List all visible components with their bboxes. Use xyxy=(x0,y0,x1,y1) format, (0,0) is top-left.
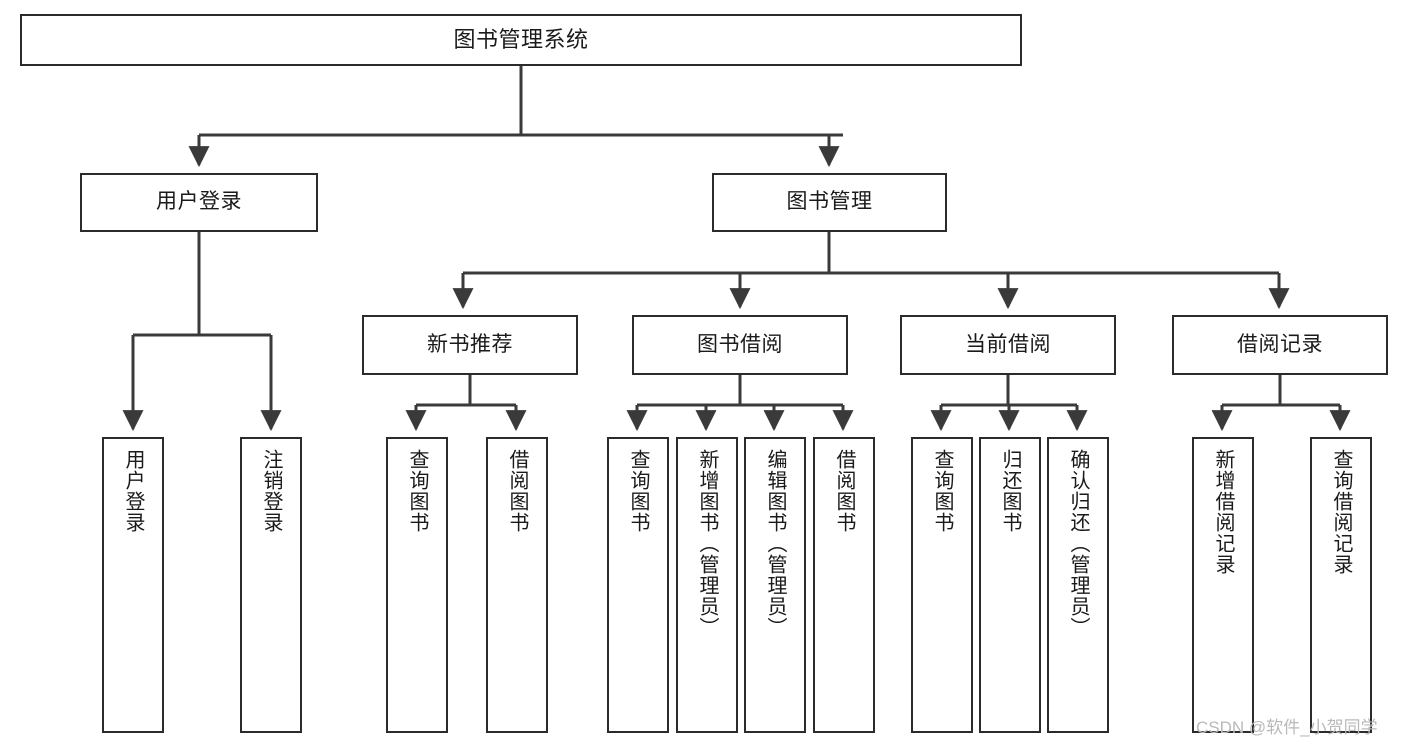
node-book-borrow[interactable]: 图书借阅 xyxy=(632,315,848,375)
node-label: 图书管理 xyxy=(786,190,873,214)
leaf-return-book[interactable]: 归还图书 xyxy=(979,437,1041,733)
node-current-borrow[interactable]: 当前借阅 xyxy=(900,315,1116,375)
leaf-query-book-current[interactable]: 查询图书 xyxy=(911,437,973,733)
leaf-query-borrow-record[interactable]: 查询借阅记录 xyxy=(1310,437,1372,733)
leaf-query-book-recommend[interactable]: 查询图书 xyxy=(386,437,448,733)
leaf-confirm-return-admin[interactable]: 确认归还（管理员） xyxy=(1047,437,1109,733)
node-label: 用户登录 xyxy=(122,449,144,533)
node-label: 确认归还（管理员） xyxy=(1067,449,1089,638)
leaf-edit-book-admin[interactable]: 编辑图书（管理员） xyxy=(744,437,806,733)
leaf-add-borrow-record[interactable]: 新增借阅记录 xyxy=(1192,437,1254,733)
node-label: 新增借阅记录 xyxy=(1212,449,1234,575)
node-label: 借阅记录 xyxy=(1237,332,1323,356)
leaf-borrow-book-recommend[interactable]: 借阅图书 xyxy=(486,437,548,733)
node-label: 新增图书（管理员） xyxy=(696,449,718,638)
node-borrow-record[interactable]: 借阅记录 xyxy=(1172,315,1388,375)
node-label: 图书借阅 xyxy=(697,332,783,356)
node-label: 借阅图书 xyxy=(833,449,855,533)
node-user-login[interactable]: 用户登录 xyxy=(80,173,318,232)
leaf-borrow-book[interactable]: 借阅图书 xyxy=(813,437,875,733)
node-root-system[interactable]: 图书管理系统 xyxy=(20,14,1022,66)
node-label: 查询图书 xyxy=(406,449,428,533)
node-label: 归还图书 xyxy=(999,449,1021,533)
node-label: 图书管理系统 xyxy=(453,27,589,53)
node-label: 当前借阅 xyxy=(965,332,1051,356)
leaf-logout-login[interactable]: 注销登录 xyxy=(240,437,302,733)
node-book-management[interactable]: 图书管理 xyxy=(712,173,947,232)
node-label: 用户登录 xyxy=(156,190,242,214)
leaf-user-login[interactable]: 用户登录 xyxy=(102,437,164,733)
node-new-book-recommend[interactable]: 新书推荐 xyxy=(362,315,578,375)
node-label: 新书推荐 xyxy=(427,332,513,356)
leaf-query-book-borrow[interactable]: 查询图书 xyxy=(607,437,669,733)
node-label: 借阅图书 xyxy=(506,449,528,533)
watermark-text: CSDN @软件_小贺同学 xyxy=(1196,718,1378,737)
leaf-add-book-admin[interactable]: 新增图书（管理员） xyxy=(676,437,738,733)
node-label: 查询图书 xyxy=(931,449,953,533)
node-label: 注销登录 xyxy=(260,449,282,533)
node-label: 编辑图书（管理员） xyxy=(764,449,786,638)
node-label: 查询图书 xyxy=(627,449,649,533)
node-label: 查询借阅记录 xyxy=(1330,449,1352,575)
